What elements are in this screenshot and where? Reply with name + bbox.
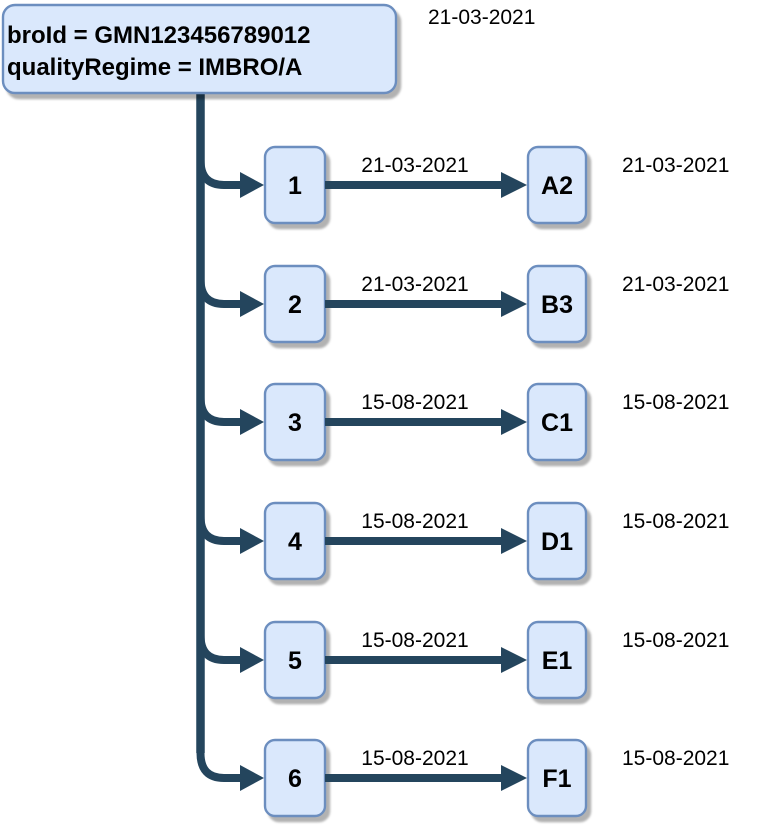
branch-curve (196, 634, 241, 664)
code-node-label: A2 (541, 172, 573, 200)
diagram-row: 6 15-08-2021 F1 15-08-2021 (196, 738, 729, 818)
branch-arrowhead-icon (240, 647, 264, 673)
sequence-node-label: 2 (288, 291, 302, 319)
code-node (526, 382, 588, 462)
root-node-group: broId = GMN123456789012 qualityRegime = … (1, 3, 398, 95)
branch-curve (196, 159, 241, 189)
code-node-label: F1 (542, 765, 571, 793)
diagram-row: 1 21-03-2021 A2 21-03-2021 (196, 145, 729, 225)
code-node (526, 145, 588, 225)
row-date-label: 21-03-2021 (622, 273, 729, 296)
edge-date-label: 21-03-2021 (361, 273, 468, 296)
edge-date-label: 15-08-2021 (361, 510, 468, 533)
branch-arrowhead-icon (240, 409, 264, 435)
row-date-label: 15-08-2021 (622, 391, 729, 414)
sequence-node-label: 1 (288, 172, 302, 200)
code-node (526, 501, 588, 581)
code-node (526, 620, 588, 700)
edge-date-label: 15-08-2021 (361, 629, 468, 652)
edge-arrowhead-icon (501, 528, 527, 554)
edge-arrowhead-icon (501, 765, 527, 791)
branch-arrowhead-icon (240, 291, 264, 317)
edge-date-label: 21-03-2021 (361, 154, 468, 177)
edge-date-label: 15-08-2021 (361, 391, 468, 414)
code-node-label: C1 (541, 409, 573, 437)
sequence-node-label: 3 (288, 409, 302, 437)
row-date-label: 15-08-2021 (622, 747, 729, 770)
edge-arrowhead-icon (501, 172, 527, 198)
row-date-label: 21-03-2021 (622, 154, 729, 177)
edge-arrowhead-icon (501, 647, 527, 673)
sequence-node-label: 5 (288, 647, 302, 675)
code-node-label: B3 (541, 291, 573, 319)
branch-curve (196, 278, 241, 308)
diagram-row: 4 15-08-2021 D1 15-08-2021 (196, 501, 729, 581)
branch-arrowhead-icon (240, 172, 264, 198)
sequence-node-label: 4 (288, 528, 302, 556)
root-node-broid-text: broId = GMN123456789012 (7, 22, 311, 49)
code-node (526, 264, 588, 344)
code-node-label: E1 (542, 647, 573, 675)
code-node (526, 738, 588, 818)
root-node-qualityregime-text: qualityRegime = IMBRO/A (7, 54, 302, 81)
branch-arrowhead-icon (240, 765, 264, 791)
edge-arrowhead-icon (501, 291, 527, 317)
diagram-row: 2 21-03-2021 B3 21-03-2021 (196, 264, 729, 344)
branch-curve (196, 752, 241, 782)
diagram-row: 5 15-08-2021 E1 15-08-2021 (196, 620, 729, 700)
row-date-label: 15-08-2021 (622, 629, 729, 652)
branch-curve (196, 515, 241, 545)
branch-arrowhead-icon (240, 528, 264, 554)
branch-curve (196, 396, 241, 426)
code-node-label: D1 (541, 528, 573, 556)
diagram-row: 3 15-08-2021 C1 15-08-2021 (196, 382, 729, 462)
sequence-node-label: 6 (288, 765, 302, 793)
row-date-label: 15-08-2021 (622, 510, 729, 533)
root-node (1, 3, 398, 95)
edge-arrowhead-icon (501, 409, 527, 435)
edge-date-label: 15-08-2021 (361, 747, 468, 770)
root-date-label: 21-03-2021 (428, 6, 535, 29)
